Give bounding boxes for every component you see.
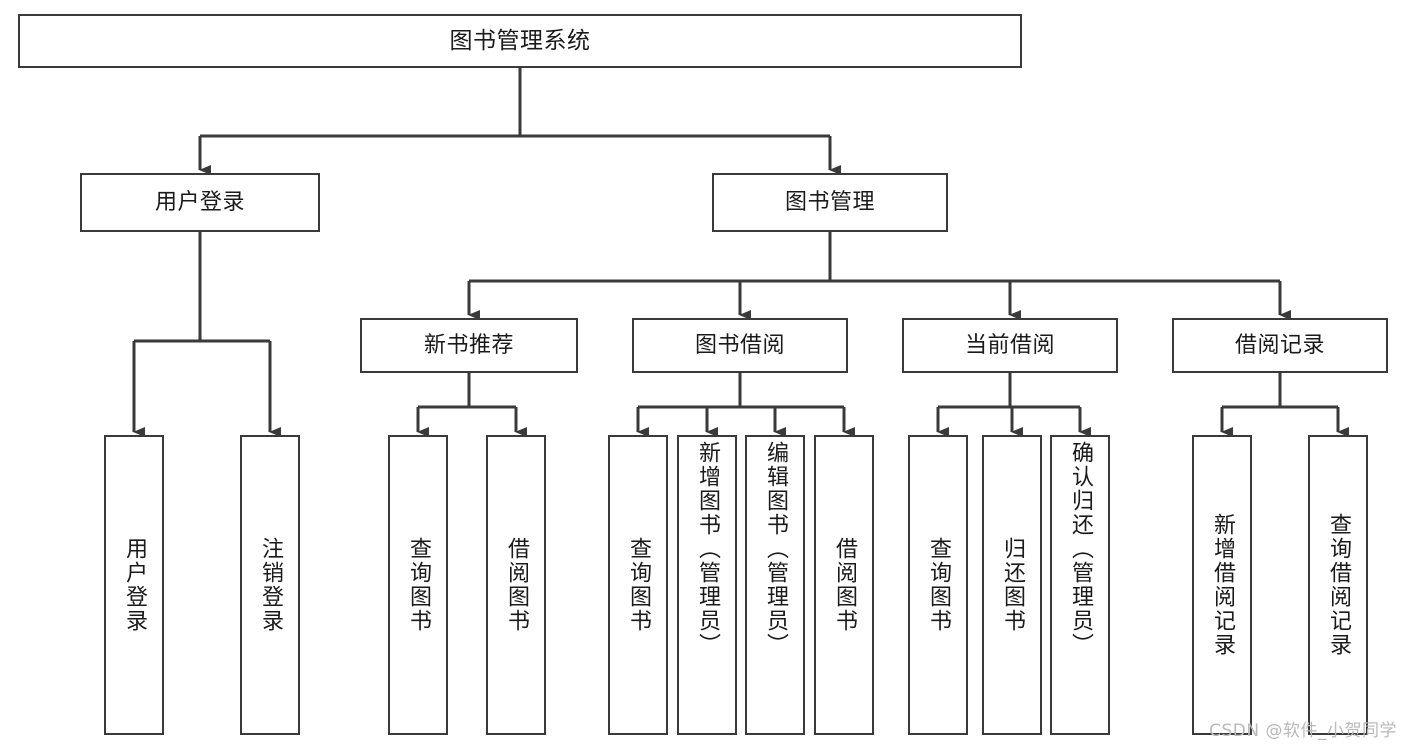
- node-leaf-borrow-book-rec-label: 借阅图书: [503, 537, 529, 633]
- node-leaf-query-borrow-record-label: 查询借阅记录: [1325, 513, 1351, 657]
- node-new-book-recommend-label: 新书推荐: [423, 332, 514, 358]
- node-leaf-logout-label: 注销登录: [257, 537, 283, 633]
- node-leaf-return-book[interactable]: 归还图书: [982, 435, 1042, 735]
- node-root-system[interactable]: 图书管理系统: [18, 14, 1022, 68]
- node-new-book-recommend[interactable]: 新书推荐: [360, 318, 578, 373]
- node-leaf-query-book-current-label: 查询图书: [925, 537, 951, 633]
- node-book-manage[interactable]: 图书管理: [712, 173, 948, 232]
- node-leaf-query-book-rec-label: 查询图书: [405, 537, 431, 633]
- node-leaf-confirm-return-admin[interactable]: 确认归还（管理员）: [1050, 435, 1110, 735]
- node-leaf-query-book-borrow-label: 查询图书: [625, 537, 651, 633]
- node-leaf-user-login-label: 用户登录: [121, 537, 147, 633]
- node-leaf-user-login[interactable]: 用户登录: [104, 435, 164, 735]
- node-user-login[interactable]: 用户登录: [80, 173, 320, 232]
- node-leaf-edit-book-admin-label: 编辑图书（管理员）: [762, 441, 788, 657]
- node-leaf-add-borrow-record-label: 新增借阅记录: [1209, 513, 1235, 657]
- node-leaf-logout[interactable]: 注销登录: [240, 435, 300, 735]
- node-borrow-record-label: 借阅记录: [1234, 332, 1325, 358]
- node-leaf-add-borrow-record[interactable]: 新增借阅记录: [1192, 435, 1252, 735]
- node-leaf-borrow-book[interactable]: 借阅图书: [814, 435, 874, 735]
- node-leaf-query-book-borrow[interactable]: 查询图书: [608, 435, 668, 735]
- node-leaf-confirm-return-admin-label: 确认归还（管理员）: [1067, 441, 1093, 657]
- node-leaf-borrow-book-label: 借阅图书: [831, 537, 857, 633]
- node-leaf-query-book-rec[interactable]: 查询图书: [388, 435, 448, 735]
- node-leaf-return-book-label: 归还图书: [999, 537, 1025, 633]
- csdn-watermark: CSDN @软件_小贺同学: [1209, 721, 1397, 741]
- node-leaf-add-book-admin-label: 新增图书（管理员）: [694, 441, 720, 657]
- node-leaf-edit-book-admin[interactable]: 编辑图书（管理员）: [745, 435, 805, 735]
- node-borrow-record[interactable]: 借阅记录: [1172, 318, 1388, 373]
- node-current-borrow-label: 当前借阅: [964, 332, 1055, 358]
- node-leaf-add-book-admin[interactable]: 新增图书（管理员）: [677, 435, 737, 735]
- node-root-system-label: 图书管理系统: [449, 27, 591, 54]
- node-leaf-borrow-book-rec[interactable]: 借阅图书: [486, 435, 546, 735]
- node-current-borrow[interactable]: 当前借阅: [902, 318, 1118, 373]
- node-book-borrow-label: 图书借阅: [694, 332, 785, 358]
- node-leaf-query-borrow-record[interactable]: 查询借阅记录: [1308, 435, 1368, 735]
- node-user-login-label: 用户登录: [154, 189, 245, 215]
- node-book-manage-label: 图书管理: [784, 189, 875, 215]
- node-book-borrow[interactable]: 图书借阅: [632, 318, 848, 373]
- node-leaf-query-book-current[interactable]: 查询图书: [908, 435, 968, 735]
